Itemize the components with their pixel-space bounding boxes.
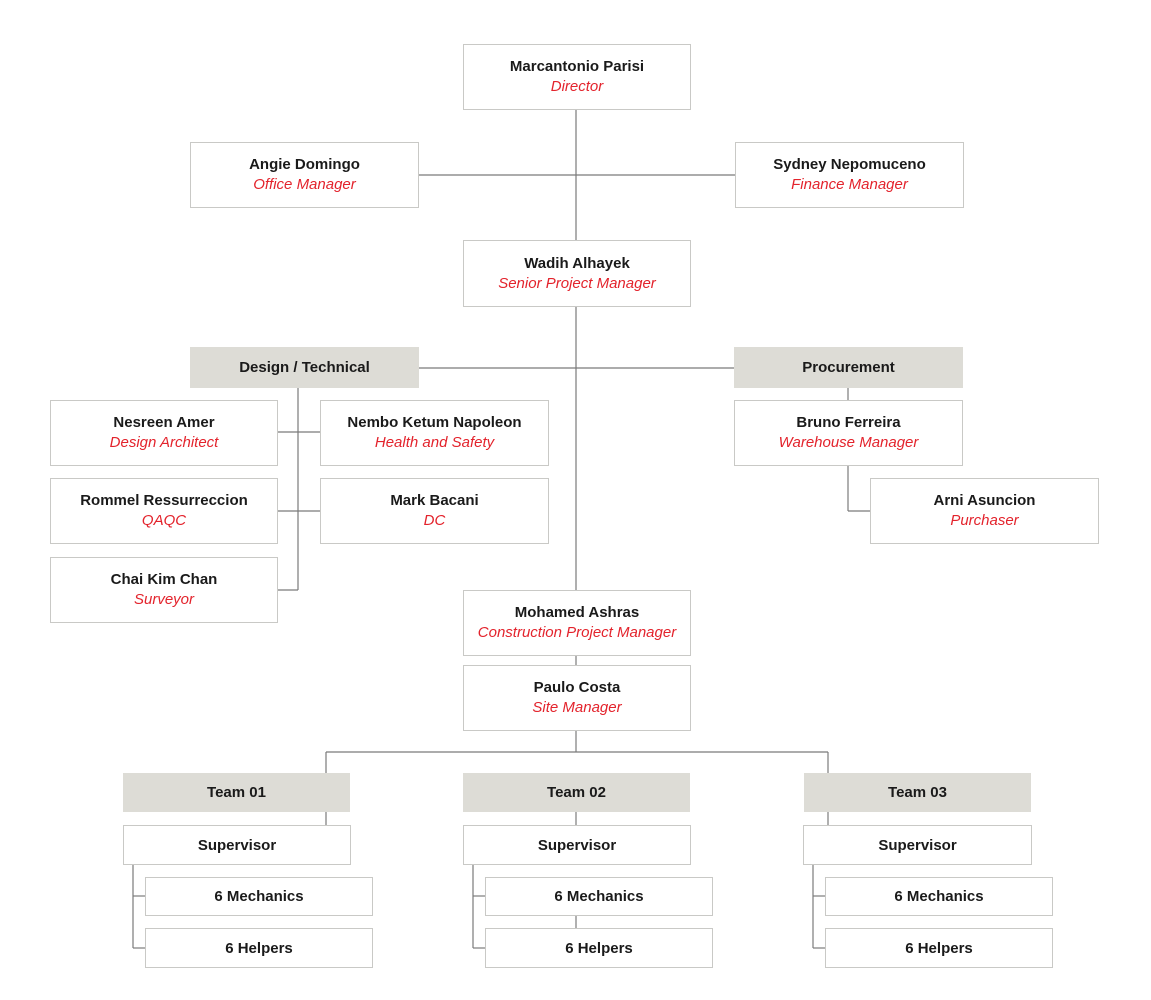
senior-pm-role: Senior Project Manager — [498, 274, 656, 292]
director-name: Marcantonio Parisi — [509, 58, 645, 75]
supervisor-box: Supervisor — [123, 825, 351, 865]
mechanics-label: 6 Mechanics — [554, 888, 644, 905]
team-header: Team 03 — [804, 773, 1031, 812]
member-name: Nembo Ketum Napoleon — [347, 414, 522, 431]
office-manager-name: Angie Domingo — [249, 156, 360, 173]
senior-pm-name: Wadih Alhayek — [524, 254, 630, 272]
helpers-label: 6 Helpers — [905, 939, 973, 957]
procurement-member-box: Bruno Ferreira Warehouse Manager — [734, 400, 963, 466]
helpers-label: 6 Helpers — [225, 939, 293, 957]
mechanics-box: 6 Mechanics — [825, 877, 1053, 916]
design-member-box: Rommel Ressurreccion QAQC — [50, 478, 278, 544]
construction-pm-name: Mohamed Ashras — [514, 604, 640, 621]
office-manager-box: Angie Domingo Office Manager — [190, 142, 419, 208]
member-role: Health and Safety — [374, 434, 495, 451]
construction-pm-box: Mohamed Ashras Construction Project Mana… — [463, 590, 691, 656]
helpers-box: 6 Helpers — [485, 928, 713, 968]
director-role: Director — [550, 78, 604, 95]
procurement-member-box: Arni Asuncion Purchaser — [870, 478, 1099, 544]
office-manager-role: Office Manager — [253, 176, 356, 193]
design-member-box: Nembo Ketum Napoleon Health and Safety — [320, 400, 549, 466]
mechanics-box: 6 Mechanics — [485, 877, 713, 916]
supervisor-label: Supervisor — [878, 836, 957, 854]
director-box: Marcantonio Parisi Director — [463, 44, 691, 110]
senior-pm-box: Wadih Alhayek Senior Project Manager — [463, 240, 691, 307]
procurement-header: Procurement — [734, 347, 963, 388]
supervisor-box: Supervisor — [803, 825, 1032, 865]
supervisor-label: Supervisor — [197, 836, 277, 854]
member-role: Surveyor — [133, 591, 195, 608]
member-name: Rommel Ressurreccion — [80, 492, 248, 509]
design-member-box: Nesreen Amer Design Architect — [50, 400, 278, 466]
supervisor-label: Supervisor — [537, 836, 617, 854]
member-name: Arni Asuncion — [933, 492, 1036, 509]
member-role: Design Architect — [109, 434, 219, 451]
site-manager-box: Paulo Costa Site Manager — [463, 665, 691, 731]
member-name: Bruno Ferreira — [796, 414, 901, 431]
finance-manager-name: Sydney Nepomuceno — [773, 156, 926, 173]
member-name: Mark Bacani — [390, 492, 479, 509]
helpers-label: 6 Helpers — [565, 939, 633, 957]
design-member-box: Chai Kim Chan Surveyor — [50, 557, 278, 623]
construction-pm-role: Construction Project Manager — [477, 624, 677, 641]
member-role: Purchaser — [950, 512, 1019, 529]
member-name: Chai Kim Chan — [110, 571, 218, 588]
mechanics-label: 6 Mechanics — [894, 888, 984, 905]
team-header: Team 01 — [123, 773, 350, 812]
member-role: Warehouse Manager — [778, 434, 919, 451]
member-name: Nesreen Amer — [113, 414, 215, 431]
mechanics-label: 6 Mechanics — [214, 888, 304, 905]
member-role: DC — [423, 512, 446, 529]
design-member-box: Mark Bacani DC — [320, 478, 549, 544]
finance-manager-role: Finance Manager — [791, 176, 908, 193]
design-technical-header: Design / Technical — [190, 347, 419, 388]
finance-manager-box: Sydney Nepomuceno Finance Manager — [735, 142, 964, 208]
member-role: QAQC — [141, 512, 187, 529]
helpers-box: 6 Helpers — [825, 928, 1053, 968]
helpers-box: 6 Helpers — [145, 928, 373, 968]
team-header: Team 02 — [463, 773, 690, 812]
supervisor-box: Supervisor — [463, 825, 691, 865]
mechanics-box: 6 Mechanics — [145, 877, 373, 916]
site-manager-name: Paulo Costa — [533, 679, 621, 696]
site-manager-role: Site Manager — [532, 699, 622, 716]
